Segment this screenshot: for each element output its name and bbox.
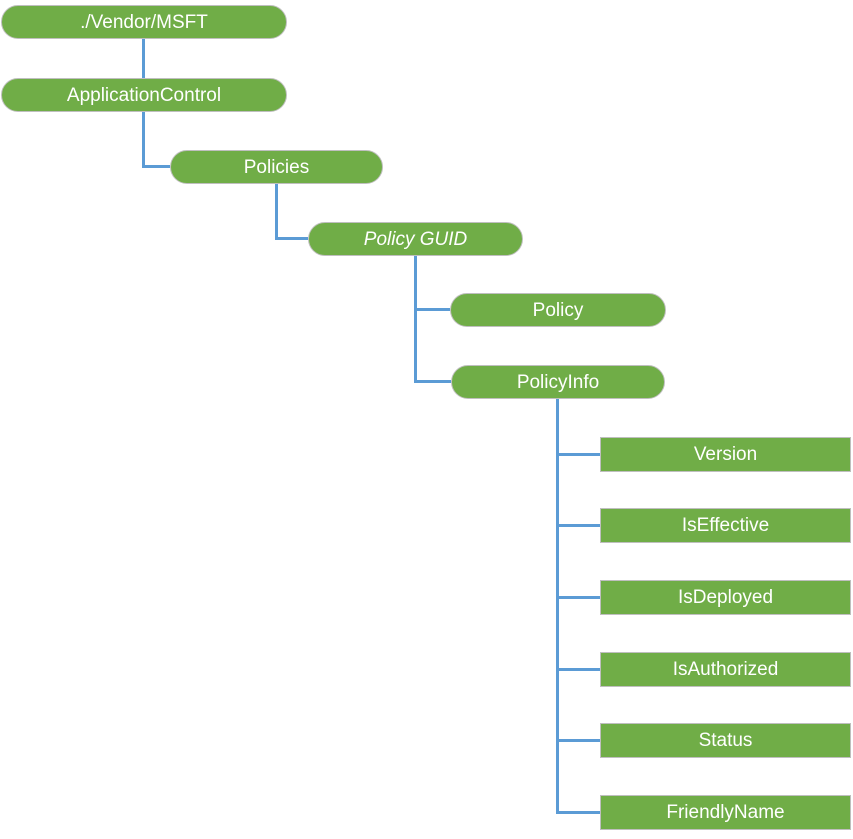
node-policy: Policy bbox=[450, 293, 666, 327]
connector-policyinfo-to-isauthorized bbox=[556, 668, 600, 671]
node-isauthorized: IsAuthorized bbox=[600, 652, 851, 687]
connector-policies-vertical bbox=[275, 183, 278, 240]
connector-policyinfo-trunk bbox=[556, 398, 559, 814]
node-policy-guid: Policy GUID bbox=[308, 222, 523, 256]
node-version: Version bbox=[600, 437, 851, 472]
node-policyinfo: PolicyInfo bbox=[451, 365, 665, 399]
node-status: Status bbox=[600, 723, 851, 758]
node-friendlyname: FriendlyName bbox=[600, 795, 851, 830]
connector-applicationcontrol-vertical bbox=[142, 111, 145, 168]
node-applicationcontrol: ApplicationControl bbox=[1, 78, 287, 112]
node-policies: Policies bbox=[170, 150, 383, 184]
connector-policyguid-to-policyinfo bbox=[414, 380, 451, 383]
node-isdeployed: IsDeployed bbox=[600, 580, 851, 615]
connector-policyguid-to-policy bbox=[414, 308, 450, 311]
connector-policyinfo-to-status bbox=[556, 739, 600, 742]
connector-policyinfo-to-version bbox=[556, 453, 600, 456]
connector-policyinfo-to-iseffective bbox=[556, 524, 600, 527]
connector-applicationcontrol-to-policies bbox=[142, 165, 170, 168]
connector-policyguid-vertical bbox=[414, 255, 417, 383]
connector-policyinfo-to-isdeployed bbox=[556, 596, 600, 599]
node-iseffective: IsEffective bbox=[600, 508, 851, 543]
node-vendor-msft: ./Vendor/MSFT bbox=[1, 5, 287, 39]
connector-root-to-applicationcontrol bbox=[142, 38, 145, 78]
connector-policyinfo-to-friendlyname bbox=[556, 811, 600, 814]
connector-policies-to-policyguid bbox=[275, 237, 308, 240]
